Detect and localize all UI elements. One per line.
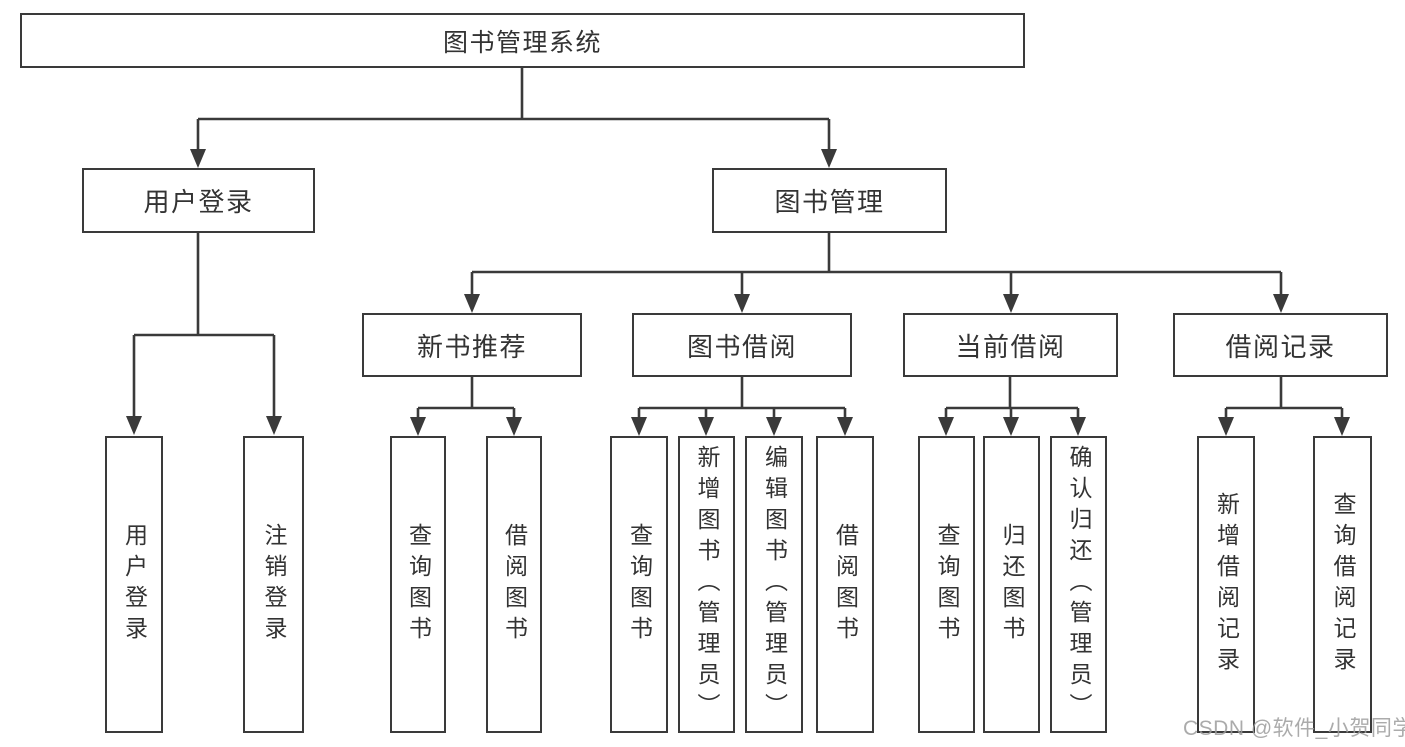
- leaf-query-books: 查询图书: [610, 436, 668, 733]
- leaf-logout: 注销登录: [243, 436, 304, 733]
- leaf-add-book-admin: 新增图书（管理员）: [678, 436, 735, 733]
- connector-current-borrow-children: [938, 377, 1086, 436]
- leaf-return-book: 归还图书: [983, 436, 1040, 733]
- connector-borrow-records-children: [1218, 377, 1350, 436]
- leaf-edit-book-admin: 编辑图书（管理员）: [745, 436, 803, 733]
- leaf-query-books: 查询图书: [390, 436, 446, 733]
- leaf-query-borrow-record: 查询借阅记录: [1313, 436, 1372, 733]
- connector-book-borrow-children: [631, 377, 853, 436]
- node-borrow-records: 借阅记录: [1173, 313, 1388, 377]
- node-current-borrow: 当前借阅: [903, 313, 1118, 377]
- watermark: CSDN @软件_小贺同学: [1183, 717, 1405, 740]
- node-book-borrow: 图书借阅: [632, 313, 852, 377]
- connector-root-to-level2: [190, 68, 837, 168]
- node-root-system: 图书管理系统: [20, 13, 1025, 68]
- node-new-book-recommend: 新书推荐: [362, 313, 582, 377]
- leaf-borrow-books: 借阅图书: [816, 436, 874, 733]
- leaf-query-books: 查询图书: [918, 436, 975, 733]
- leaf-add-borrow-record: 新增借阅记录: [1197, 436, 1255, 733]
- leaf-confirm-return-admin: 确认归还（管理员）: [1050, 436, 1107, 733]
- node-book-management: 图书管理: [712, 168, 947, 233]
- connector-book-management-children: [464, 233, 1289, 313]
- leaf-user-login: 用户登录: [105, 436, 163, 733]
- connector-new-book-recommend-children: [410, 377, 522, 436]
- node-user-login: 用户登录: [82, 168, 315, 233]
- leaf-borrow-books: 借阅图书: [486, 436, 542, 733]
- connector-user-login-children: [126, 233, 282, 435]
